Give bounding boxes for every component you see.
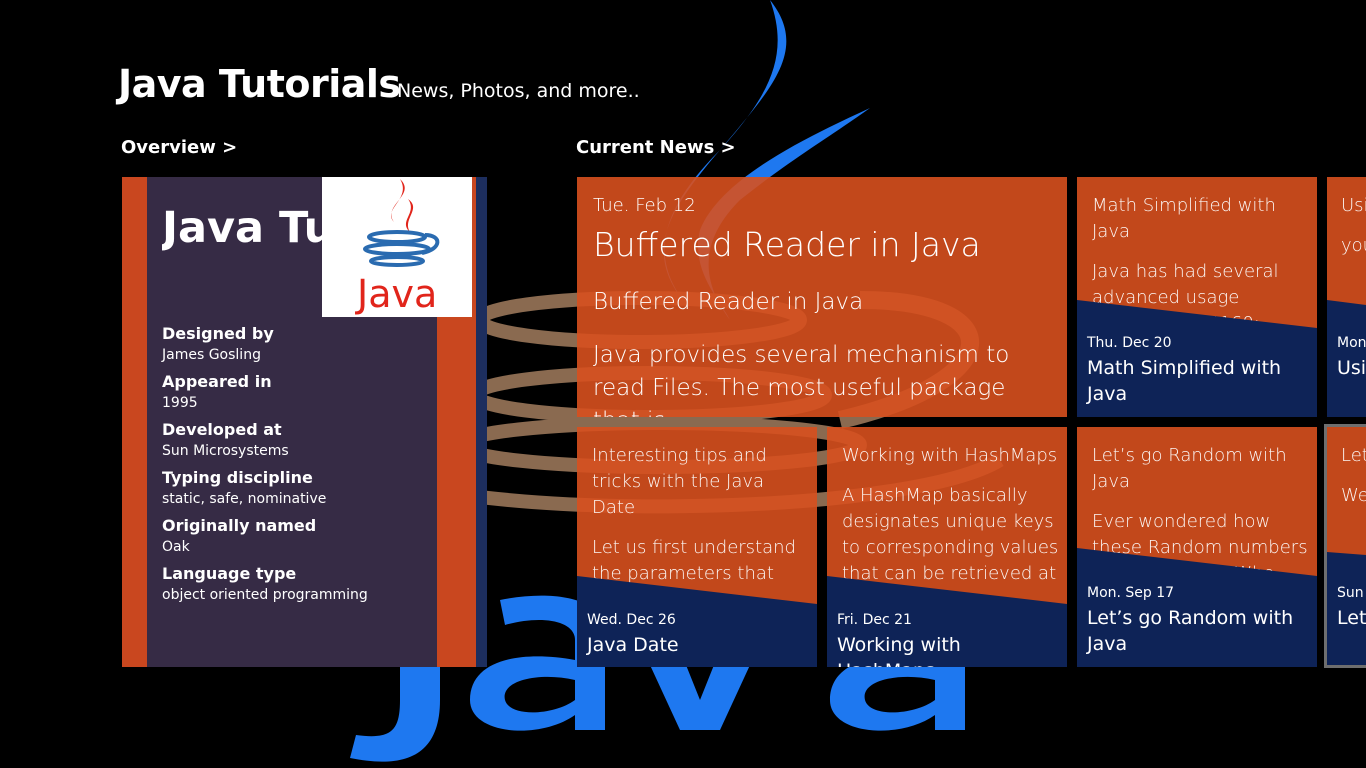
tile-caption-band [1327,552,1366,665]
tile-date: Thu. Dec 20 [1087,335,1172,351]
tile-date: Mon. Sep 17 [1087,585,1175,601]
tile-preview: Working with HashMaps A HashMap basicall… [842,443,1061,613]
news-title: Buffered Reader in Java [593,225,981,264]
fact-label: Typing discipline [162,468,313,487]
tile-title: Let Sw [1337,607,1366,629]
fact-label: Designed by [162,324,274,343]
fact-developed-at: Developed at Sun Microsystems [162,419,462,461]
fact-appeared-in: Appeared in 1995 [162,371,462,413]
tile-title: Working with HashMaps [837,634,961,667]
java-logo-icon: Java [322,177,472,317]
fact-label: Appeared in [162,372,272,391]
tile-caption-band [1327,300,1366,417]
tile-date: Sun [1337,585,1364,601]
fact-value: Sun Microsystems [162,443,289,459]
news-tile-focused[interactable]: Let in We Sun Let Sw [1324,424,1366,668]
news-tile[interactable]: Using you Mon Using you [1327,177,1366,417]
tile-headline: Working with HashMaps [842,445,1058,466]
news-date: Tue. Feb 12 [593,195,696,216]
tile-headline: Let in [1341,445,1366,466]
overview-facts: Designed by James Gosling Appeared in 19… [162,323,462,611]
tile-snippet: We [1341,485,1366,506]
fact-originally-named: Originally named Oak [162,515,462,557]
app-subtitle: News, Photos, and more.. [397,80,640,102]
tile-date: Wed. Dec 26 [587,612,676,628]
fact-value: Oak [162,539,190,555]
tile-headline: Let’s go Random with Java [1092,445,1287,492]
overview-section-link[interactable]: Overview > [121,137,238,158]
tile-title: Java Date [587,634,679,656]
fact-value: object oriented programming [162,587,368,603]
fact-label: Language type [162,564,297,583]
news-tile[interactable]: Let’s go Random with Java Ever wondered … [1077,427,1317,667]
tile-title: Using you [1337,357,1366,379]
news-subtitle: Buffered Reader in Java [593,289,864,315]
fact-label: Originally named [162,516,317,535]
fact-value: 1995 [162,395,198,411]
tile-preview: Using you [1341,193,1366,259]
fact-value: James Gosling [162,347,261,363]
app-title: Java Tutorials [118,62,401,106]
current-news-section-link[interactable]: Current News > [576,137,736,158]
news-tile[interactable]: Math Simplified with Java Java has had s… [1077,177,1317,417]
tile-date: Fri. Dec 21 [837,612,912,628]
overview-edge [476,177,487,667]
tile-snippet: you [1341,235,1366,256]
fact-typing-discipline: Typing discipline static, safe, nominati… [162,467,462,509]
news-tile-featured[interactable]: Tue. Feb 12 Buffered Reader in Java Buff… [577,177,1067,417]
tile-headline: Interesting tips and tricks with the Jav… [592,445,767,518]
tile-preview: Let in We [1341,443,1366,509]
news-tile[interactable]: Working with HashMaps A HashMap basicall… [827,427,1067,667]
tile-date: Mon [1337,335,1366,351]
fact-designed-by: Designed by James Gosling [162,323,462,365]
news-summary: Java provides several mechanism to read … [593,342,1010,417]
tile-title: Math Simplified with Java [1087,357,1282,405]
fact-label: Developed at [162,420,282,439]
tile-title: Let’s go Random with Java [1087,607,1294,655]
fact-value: static, safe, nominative [162,491,327,507]
fact-language-type: Language type object oriented programmin… [162,563,462,605]
tile-headline: Using [1341,195,1366,216]
java-logo-text: Java [355,272,437,316]
overview-tile[interactable]: Java Tutorials Java Designed by James Go… [122,177,487,667]
news-tile[interactable]: Interesting tips and tricks with the Jav… [577,427,817,667]
tile-headline: Math Simplified with Java [1092,195,1276,242]
tile-snippet: A HashMap basically designates unique ke… [842,485,1059,610]
